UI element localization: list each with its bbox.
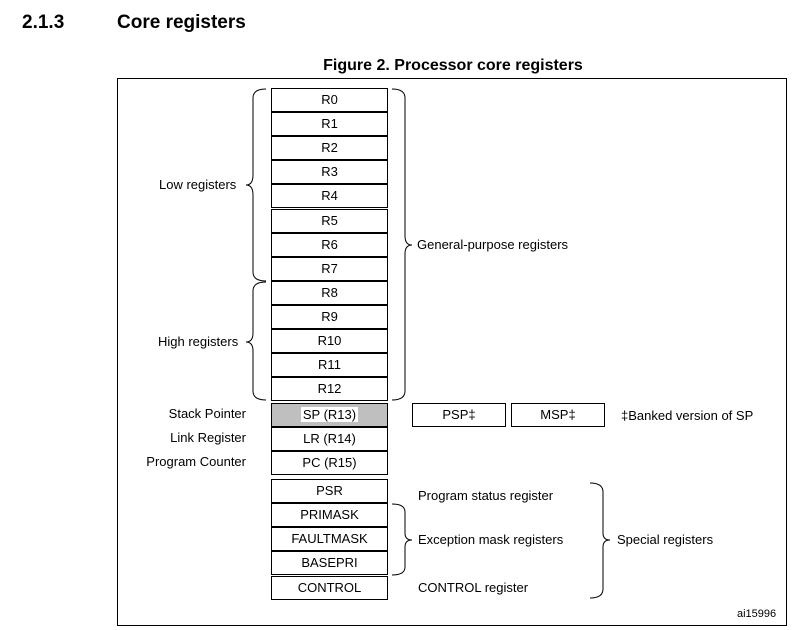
section-title: Core registers [117,12,246,33]
figure-id: ai15996 [737,608,777,620]
figure-frame [117,78,787,626]
low-registers-brace [245,88,267,282]
banked-note: ‡Banked version of SP [621,408,754,423]
register-psp: PSP‡ [412,403,506,427]
register-faultmask: FAULTMASK [271,527,388,551]
program-counter-label: Program Counter [146,454,246,469]
register-msp: MSP‡ [511,403,605,427]
register-psr: PSR [271,479,388,503]
register-control: CONTROL [271,576,388,600]
register-sp: SP (R13) [271,403,388,427]
low-registers-label: Low registers [159,177,237,192]
register-pc: PC (R15) [271,451,388,475]
general-purpose-brace [391,88,413,401]
figure-caption: Figure 2. Processor core registers [323,57,583,74]
register-r0: R0 [271,88,388,112]
special-registers-brace [589,482,611,599]
register-r10: R10 [271,329,388,353]
register-r4: R4 [271,184,388,208]
general-purpose-label: General-purpose registers [417,237,569,252]
register-r9: R9 [271,305,388,329]
psr-description: Program status register [418,488,554,503]
register-r3: R3 [271,160,388,184]
register-primask: PRIMASK [271,503,388,527]
high-registers-label: High registers [158,334,239,349]
register-r8: R8 [271,281,388,305]
register-basepri: BASEPRI [271,551,388,575]
exception-mask-description: Exception mask registers [418,532,564,547]
section-number: 2.1.3 [22,12,65,33]
link-register-label: Link Register [170,430,246,445]
register-r2: R2 [271,136,388,160]
exception-mask-brace [391,503,413,576]
high-registers-brace [245,281,267,401]
control-description: CONTROL register [418,580,529,595]
stack-pointer-label: Stack Pointer [168,406,246,421]
register-sp-label: SP (R13) [300,407,359,422]
special-registers-label: Special registers [617,532,714,547]
register-lr: LR (R14) [271,427,388,451]
register-r5: R5 [271,209,388,233]
register-r11: R11 [271,353,388,377]
register-r1: R1 [271,112,388,136]
register-r7: R7 [271,257,388,281]
register-r6: R6 [271,233,388,257]
register-r12: R12 [271,377,388,401]
